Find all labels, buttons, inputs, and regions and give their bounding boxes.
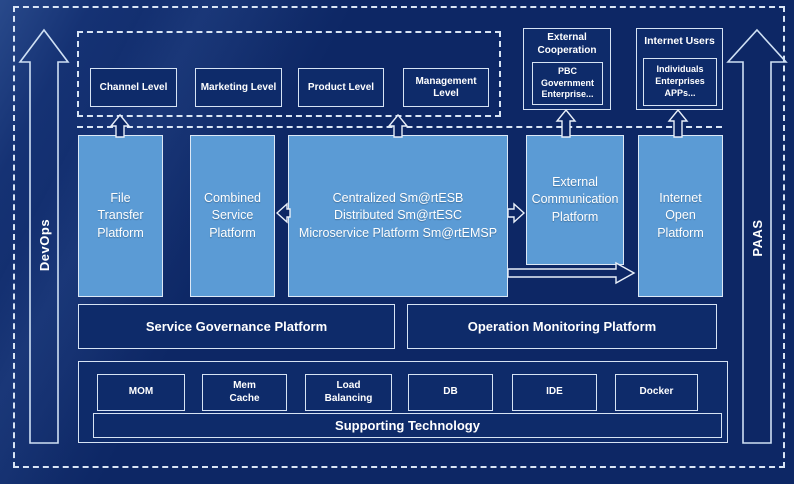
business-levels-group	[77, 31, 501, 117]
external-cooperation-members: PBC Government Enterprise...	[532, 62, 603, 105]
product-level-box: Product Level	[298, 68, 384, 107]
external-cooperation-title: External Cooperation	[537, 32, 597, 56]
management-level-box: Management Level	[403, 68, 489, 107]
tech-box-ide: IDE	[512, 374, 597, 411]
supporting-technology-bar: Supporting Technology	[93, 413, 722, 438]
esb-platform-box: Centralized Sm@rtESB Distributed Sm@rtES…	[288, 135, 508, 297]
left-arrow-to-combined-service	[275, 202, 291, 224]
operation-monitoring-platform-box: Operation Monitoring Platform	[407, 304, 717, 349]
internet-open-platform-box: Internet Open Platform	[638, 135, 723, 297]
right-arrow-to-external-communication	[507, 202, 526, 224]
outer-dashed-border	[13, 6, 785, 468]
up-arrow-internet-users	[667, 108, 689, 138]
tech-box-db: DB	[408, 374, 493, 411]
up-arrow-file-transfer	[109, 113, 131, 138]
internet-users-members: Individuals Enterprises APPs...	[643, 58, 717, 106]
up-arrow-external-cooperation	[555, 108, 577, 138]
paas-up-arrow	[726, 28, 788, 444]
flow-arrow-to-internet-open	[507, 261, 636, 285]
tech-box-load-balancing: Load Balancing	[305, 374, 392, 411]
external-communication-platform-box: External Communication Platform	[526, 135, 624, 265]
combined-service-platform-box: Combined Service Platform	[190, 135, 275, 297]
internet-users-box: Internet Users Individuals Enterprises A…	[636, 28, 723, 110]
external-cooperation-box: External Cooperation PBC Government Ente…	[523, 28, 611, 110]
service-governance-platform-box: Service Governance Platform	[78, 304, 395, 349]
marketing-level-box: Marketing Level	[195, 68, 282, 107]
devops-up-arrow	[18, 28, 70, 444]
up-arrow-esb	[387, 113, 409, 138]
tech-box-mom: MOM	[97, 374, 185, 411]
internet-users-title: Internet Users	[644, 35, 715, 47]
tech-box-docker: Docker	[615, 374, 698, 411]
channel-level-box: Channel Level	[90, 68, 177, 107]
tech-box-mem-cache: Mem Cache	[202, 374, 287, 411]
